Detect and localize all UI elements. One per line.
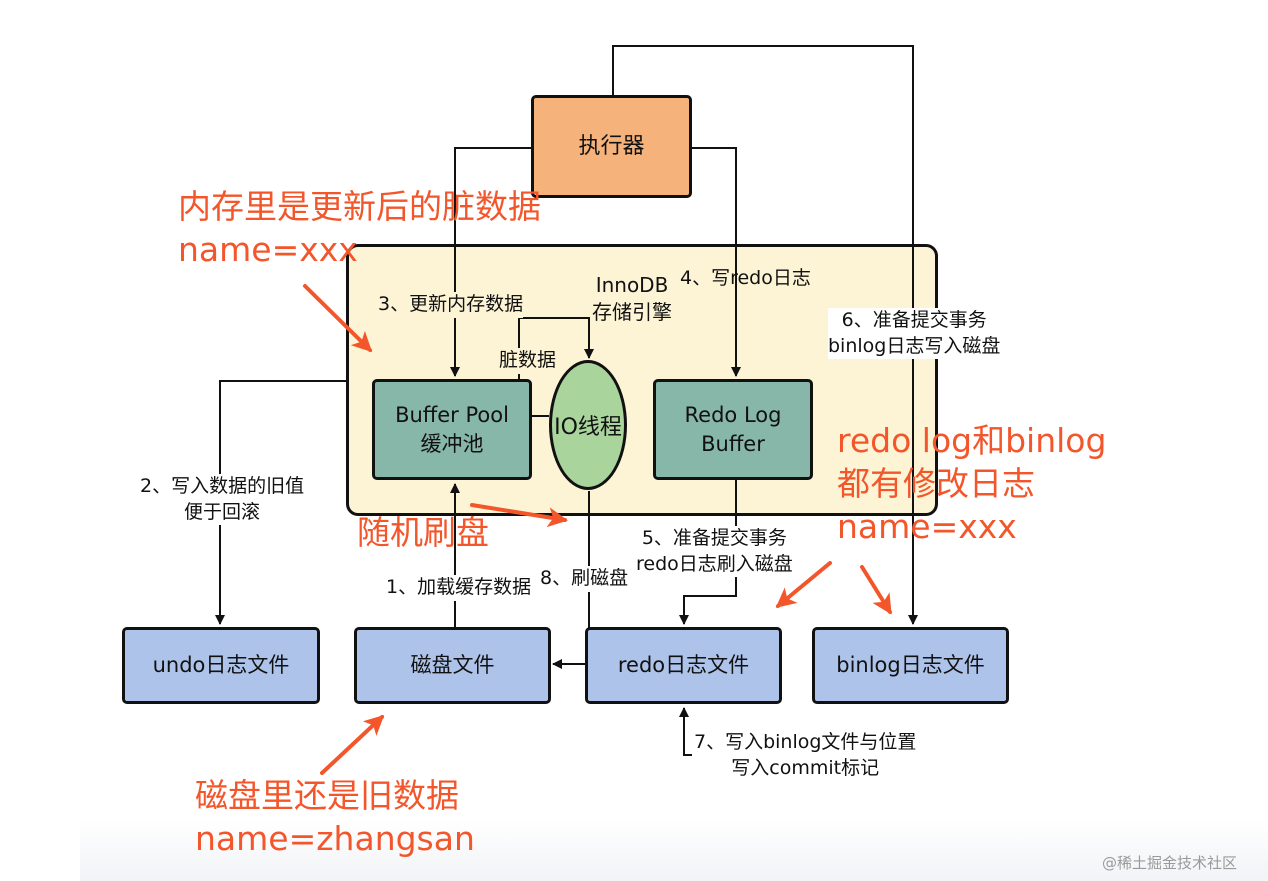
executor-node: 执行器	[531, 95, 692, 198]
step1-label: 1、加载缓存数据	[386, 575, 532, 601]
annotation-arrow-disk	[320, 714, 385, 775]
step2-label: 2、写入数据的旧值 便于回滚	[140, 474, 305, 526]
step7-label: 7、写入binlog文件与位置 写入commit标记	[694, 731, 917, 779]
io-thread-node: IO线程	[549, 360, 627, 490]
annotation-memory: 内存里是更新后的脏数据 name=xxx	[178, 187, 541, 269]
binlog-file-node: binlog日志文件	[812, 627, 1009, 704]
edge-step4	[692, 147, 741, 377]
edge-step7	[679, 707, 692, 756]
background-fade	[80, 820, 1268, 881]
dirty-data-label: 脏数据	[499, 348, 557, 374]
step8-label: 8、刷磁盘	[540, 566, 629, 592]
step5-label: 5、准备提交事务 redo日志刷入磁盘	[636, 526, 793, 578]
annotation-arrow-memory	[303, 284, 373, 353]
edge-dirty-data	[519, 317, 594, 359]
redo-log-buffer-node: Redo Log Buffer	[653, 379, 813, 480]
annotation-logs: redo log和binlog 都有修改日志 name=xxx	[837, 421, 1107, 546]
step6-label: 6、准备提交事务 binlog日志写入磁盘	[828, 308, 1001, 360]
annotation-arrow-logs-redo	[775, 561, 832, 608]
annotation-arrow-logs-binlog	[860, 565, 892, 615]
step4-label: 4、写redo日志	[680, 267, 811, 289]
redo-file-node: redo日志文件	[585, 627, 782, 704]
buffer-pool-node: Buffer Pool 缓冲池	[372, 379, 532, 480]
executor-label: 执行器	[578, 133, 645, 159]
annotation-random-flush: 随机刷盘	[357, 513, 489, 552]
innodb-engine-label: InnoDB 存储引擎	[592, 273, 672, 324]
disk-file-node: 磁盘文件	[354, 627, 551, 704]
step3-label: 3、更新内存数据	[378, 292, 524, 318]
annotation-arrow-random-flush	[470, 503, 568, 528]
edge-step2	[215, 380, 346, 625]
undo-file-node: undo日志文件	[122, 627, 320, 704]
watermark: @稀土掘金技术社区	[1102, 854, 1238, 872]
annotation-disk: 磁盘里还是旧数据 name=zhangsan	[195, 776, 475, 858]
